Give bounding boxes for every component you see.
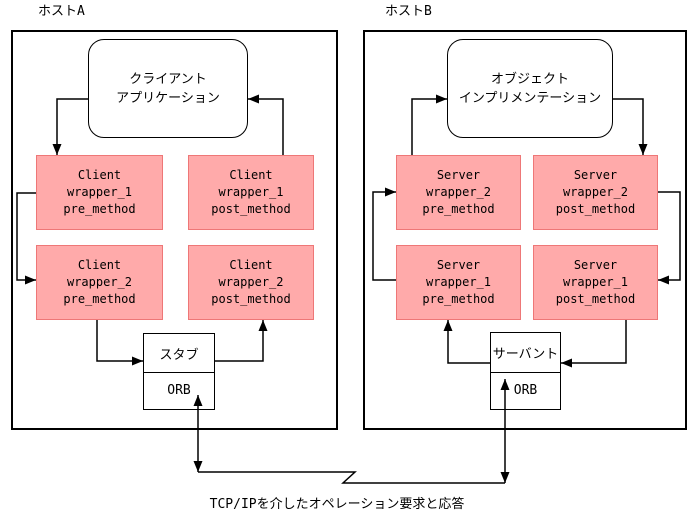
tcpip-caption: TCP/IPを介したオペレーション要求と応答 (209, 497, 465, 512)
client-wrapper2-pre-box: Client wrapper_2 pre_method (36, 245, 163, 320)
server-wrapper1-pre-box: Server wrapper_1 pre_method (396, 245, 521, 320)
servant-cell: サーバント (491, 333, 560, 373)
host-a-boundary (11, 30, 338, 430)
client-wrapper1-post-box: Client wrapper_1 post_method (188, 155, 314, 230)
host-b-boundary (363, 30, 687, 430)
host-a-label: ホストA (38, 4, 85, 19)
stub-orb-stack: スタブ ORB (143, 333, 215, 410)
host-b-label: ホストB (385, 4, 432, 19)
orb-b-cell: ORB (513, 383, 538, 398)
orb-a-cell: ORB (167, 383, 191, 398)
stub-cell: スタブ (144, 334, 214, 373)
client-application-box: クライアント アプリケーション (88, 39, 248, 138)
server-wrapper1-post-box: Server wrapper_1 post_method (533, 245, 658, 320)
client-wrapper1-pre-box: Client wrapper_1 pre_method (36, 155, 163, 230)
server-wrapper2-post-box: Server wrapper_2 post_method (533, 155, 658, 230)
servant-orb-stack: サーバント ORB (490, 332, 561, 410)
server-wrapper2-pre-box: Server wrapper_2 pre_method (396, 155, 521, 230)
network-zigzag-line (198, 471, 505, 484)
client-wrapper2-post-box: Client wrapper_2 post_method (188, 245, 314, 320)
object-implementation-box: オブジェクト インプリメンテーション (447, 39, 613, 138)
